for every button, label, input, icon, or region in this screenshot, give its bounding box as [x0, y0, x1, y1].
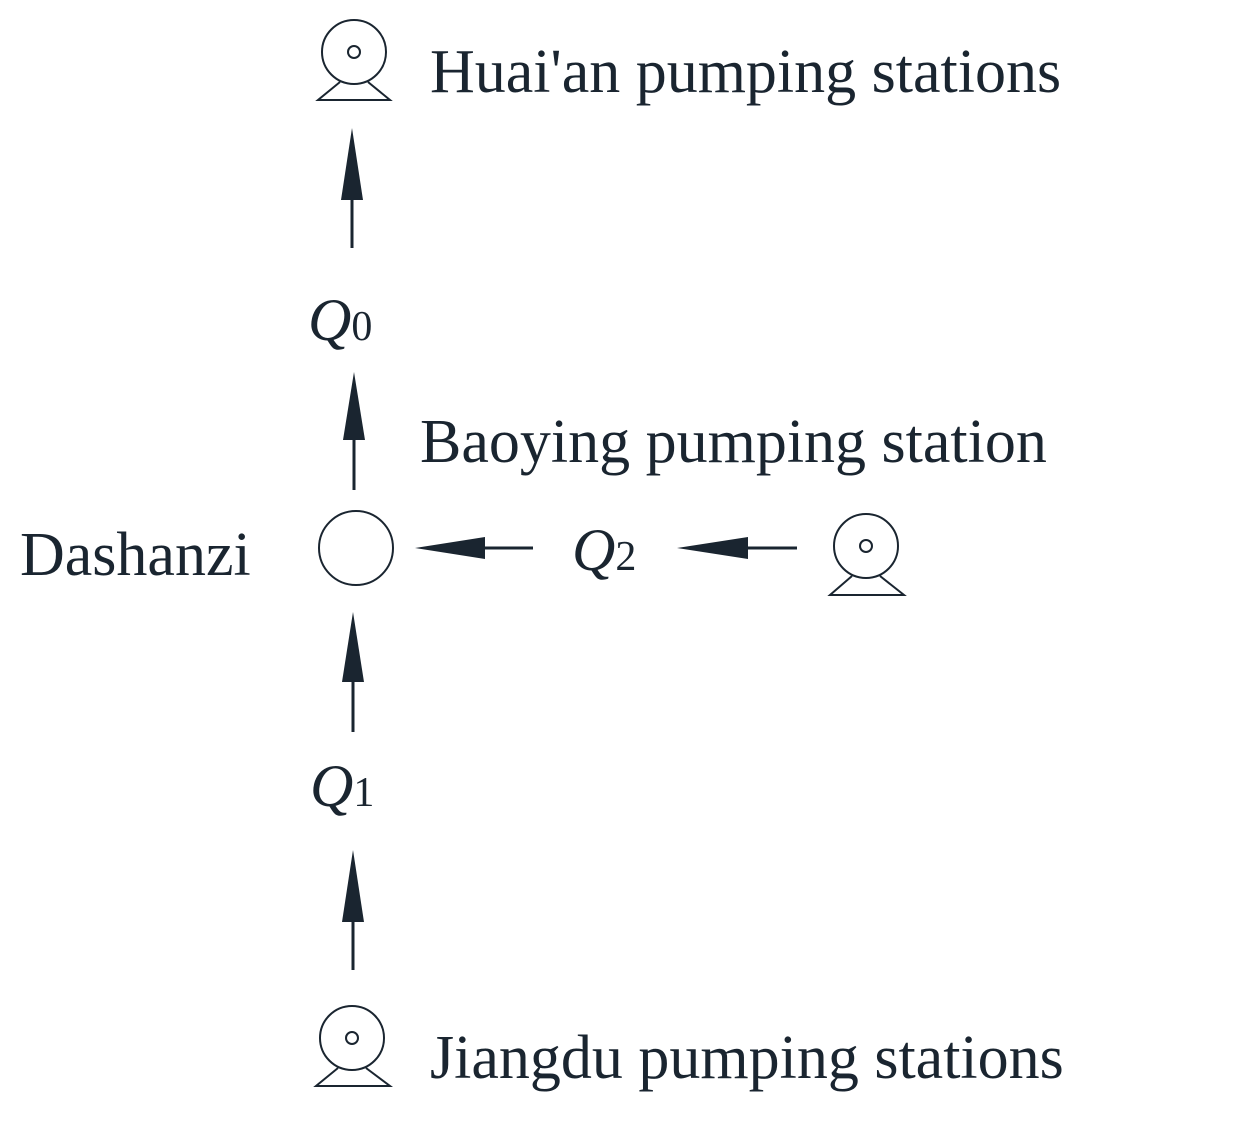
huaian-label: Huai'an pumping stations — [430, 38, 1061, 106]
q1-symbol: Q — [310, 753, 353, 819]
q1-subscript: 1 — [353, 770, 374, 816]
arrow-jiangdu-to-q1 — [342, 850, 364, 970]
jiangdu-pump-icon — [313, 1005, 393, 1087]
baoying-label: Baoying pumping station — [420, 408, 1047, 476]
huaian-pump-icon — [315, 19, 393, 101]
baoying-pump-icon — [827, 513, 907, 596]
q0-label: Q0 — [308, 287, 372, 353]
q2-label: Q2 — [572, 517, 636, 583]
arrow-baoying-to-q2 — [677, 537, 797, 559]
arrow-dashanzi-to-q0 — [343, 372, 365, 490]
arrow-q2-to-dashanzi — [415, 537, 533, 559]
dashanzi-node-icon — [318, 510, 394, 586]
arrow-to-huaian — [341, 128, 363, 248]
arrow-q1-to-dashanzi — [342, 612, 364, 732]
jiangdu-label: Jiangdu pumping stations — [430, 1024, 1064, 1092]
q1-label: Q1 — [310, 753, 374, 819]
q2-subscript: 2 — [615, 534, 636, 580]
q0-symbol: Q — [308, 287, 351, 353]
dashanzi-label: Dashanzi — [20, 521, 251, 589]
q2-symbol: Q — [572, 517, 615, 583]
q0-subscript: 0 — [351, 304, 372, 350]
